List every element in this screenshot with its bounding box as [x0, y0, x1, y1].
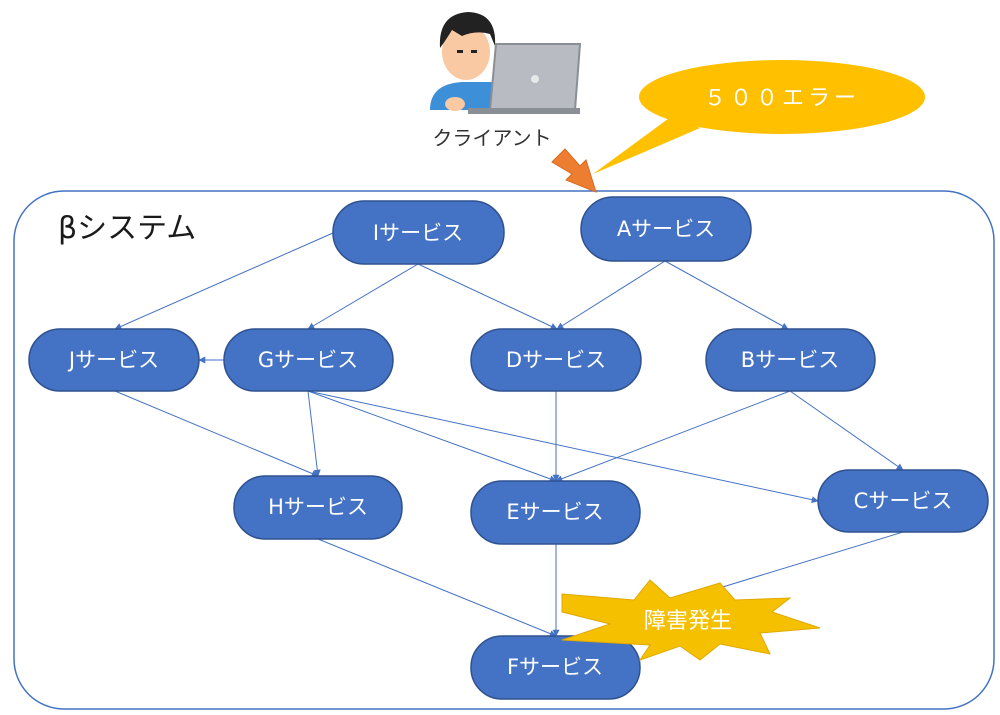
client-illustration: クライアント: [430, 12, 582, 150]
failure-label: 障害発生: [644, 609, 732, 634]
node-e[interactable]: Eサービス: [470, 480, 641, 545]
failure-burst: 障害発生: [561, 579, 821, 661]
node-d[interactable]: Dサービス: [470, 328, 642, 392]
node-h[interactable]: Hサービス: [233, 475, 403, 540]
edge-h-f: [317, 538, 557, 637]
node-i-label: Iサービス: [373, 221, 463, 245]
edge-a-b: [664, 260, 789, 330]
error-callout: ５００エラー: [593, 60, 925, 174]
node-c-label: Cサービス: [854, 489, 953, 513]
edge-j-h: [114, 390, 319, 477]
edge-i-j: [114, 232, 334, 330]
edge-g-c: [307, 390, 819, 504]
node-b-label: Bサービス: [741, 348, 839, 372]
system-boundary: [13, 190, 995, 710]
node-h-label: Hサービス: [268, 495, 368, 519]
node-g-label: Gサービス: [258, 348, 358, 372]
node-d-label: Dサービス: [506, 348, 606, 372]
node-f[interactable]: Fサービス: [470, 635, 641, 700]
node-b[interactable]: Bサービス: [705, 328, 876, 392]
system-label: βシステム: [58, 211, 196, 246]
callout-label: ５００エラー: [704, 86, 860, 111]
edge-i-d: [417, 263, 558, 330]
node-a-label: Aサービス: [617, 217, 715, 241]
edge-g-h: [307, 390, 321, 477]
node-e-label: Eサービス: [506, 500, 603, 524]
edges: [114, 232, 904, 637]
edge-i-g: [307, 263, 419, 330]
edge-g-e: [307, 390, 557, 483]
arrow-icon: [551, 148, 597, 193]
client-label: クライアント: [432, 126, 551, 150]
node-j-label: Jサービス: [67, 348, 159, 372]
edge-b-c: [789, 390, 904, 471]
node-c[interactable]: Cサービス: [817, 469, 989, 533]
node-f-label: Fサービス: [507, 655, 603, 679]
explosion-icon: [561, 579, 821, 661]
callout-bubble: [593, 116, 700, 174]
node-j[interactable]: Jサービス: [28, 328, 200, 392]
node-g[interactable]: Gサービス: [223, 328, 394, 392]
edge-b-e: [555, 390, 791, 483]
request-arrow: [551, 148, 597, 193]
node-a[interactable]: Aサービス: [580, 196, 752, 262]
edge-a-d: [556, 260, 666, 330]
node-i[interactable]: Iサービス: [332, 200, 505, 265]
